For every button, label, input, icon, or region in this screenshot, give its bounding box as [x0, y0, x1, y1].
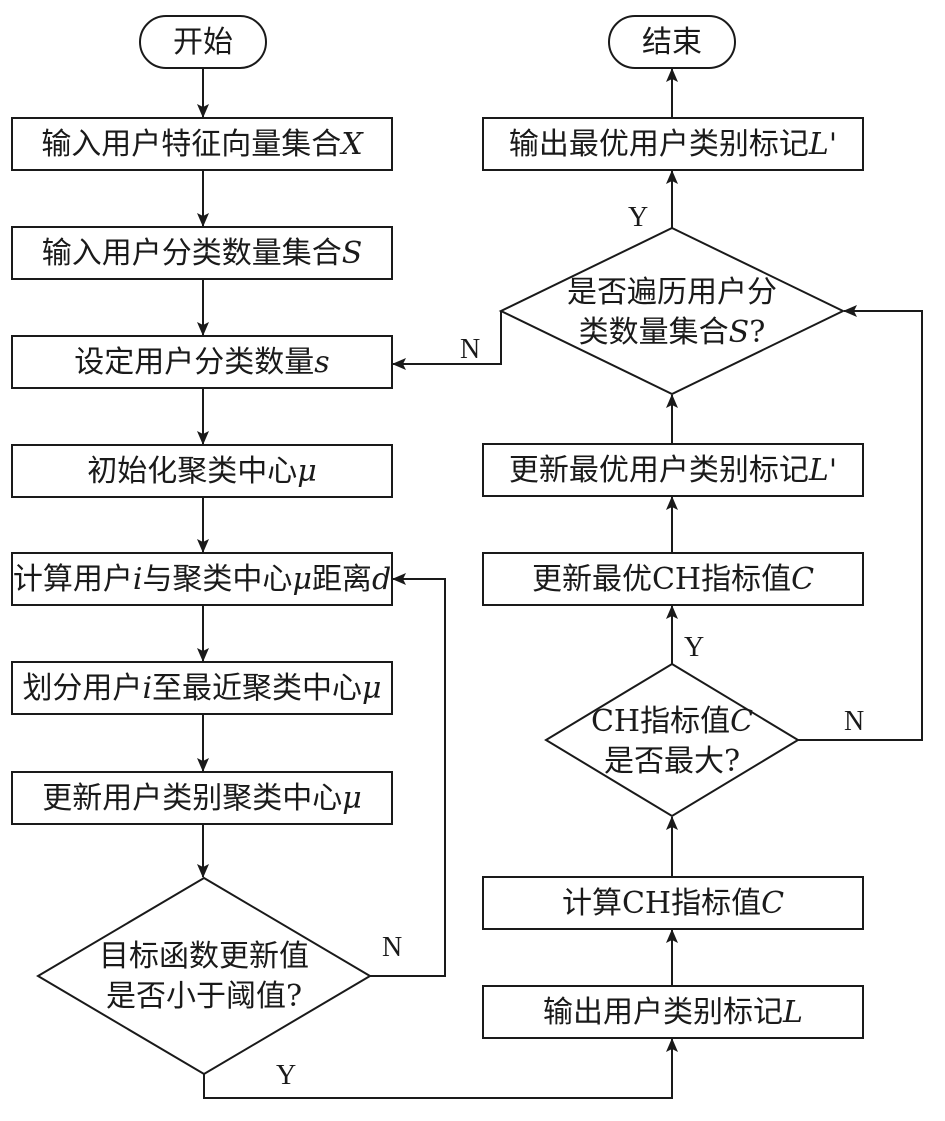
input-feature-vector-box: 输入用户特征向量集合X	[11, 117, 393, 171]
start-node: 开始	[139, 15, 267, 69]
svg-text:输出用户类别标记L: 输出用户类别标记L	[543, 995, 803, 1030]
compute-ch-text: 计算CH指标值	[562, 886, 761, 921]
svg-text:初始化聚类中心μ: 初始化聚类中心μ	[87, 454, 317, 489]
svg-text:输入用户特征向量集合X: 输入用户特征向量集合X	[41, 127, 364, 162]
compute-ch-box: 计算CH指标值C	[482, 876, 864, 930]
update-best-label-box: 更新最优用户类别标记L'	[482, 443, 864, 497]
input-feature-vector-var: X	[339, 127, 364, 162]
compute-distance-box: 计算用户i与聚类中心μ距离d	[11, 552, 393, 606]
update-best-ch-box: 更新最优CH指标值C	[482, 552, 864, 606]
svg-text:输出最优用户类别标记L': 输出最优用户类别标记L'	[509, 127, 837, 162]
threshold-decision-line2: 是否小于阈值?	[106, 979, 302, 1014]
init-cluster-center-var: μ	[297, 454, 317, 489]
assign-nearest-center-box: 划分用户i至最近聚类中心μ	[11, 661, 393, 715]
compute-ch-var: C	[761, 886, 784, 921]
output-best-label-var: L'	[808, 127, 837, 162]
edge-traverse-no-loop	[392, 311, 502, 370]
svg-text:更新最优CH指标值C: 更新最优CH指标值C	[532, 562, 814, 597]
output-best-label-text: 输出最优用户类别标记	[509, 127, 809, 162]
set-class-count-var: s	[314, 345, 329, 380]
update-best-ch-text: 更新最优CH指标值	[532, 562, 791, 597]
input-class-count-set-text: 输入用户分类数量集合	[42, 236, 342, 271]
svg-text:更新最优用户类别标记L': 更新最优用户类别标记L'	[509, 453, 837, 488]
update-cluster-center-box: 更新用户类别聚类中心μ	[11, 771, 393, 825]
output-best-label-box: 输出最优用户类别标记L'	[482, 117, 864, 171]
threshold-decision-line1: 目标函数更新值	[99, 939, 309, 974]
update-cluster-center-text: 更新用户类别聚类中心	[42, 781, 342, 816]
edge-ch-decision-no-loop	[798, 305, 923, 741]
update-best-label-var: L'	[808, 453, 837, 488]
input-class-count-set-var: S	[342, 236, 363, 271]
traverse-no-label: N	[460, 334, 480, 365]
set-class-count-box: 设定用户分类数量s	[11, 335, 393, 389]
init-cluster-center-text: 初始化聚类中心	[87, 454, 297, 489]
ch-max-decision: CH指标值C 是否最大?	[544, 662, 800, 818]
set-class-count-text: 设定用户分类数量	[74, 345, 314, 380]
update-cluster-center-var: μ	[342, 781, 362, 816]
edge-threshold-no-loop	[370, 573, 446, 977]
output-label-box: 输出用户类别标记L	[482, 985, 864, 1039]
end-node: 结束	[608, 15, 736, 69]
start-label: 开始	[173, 25, 233, 60]
traverse-yes-label: Y	[628, 202, 648, 233]
update-best-label-text: 更新最优用户类别标记	[509, 453, 809, 488]
init-cluster-center-box: 初始化聚类中心μ	[11, 444, 393, 498]
svg-text:更新用户类别聚类中心μ: 更新用户类别聚类中心μ	[42, 781, 362, 816]
update-best-ch-var: C	[791, 562, 814, 597]
ch-no-label: N	[844, 706, 864, 737]
svg-text:计算用户i与聚类中心μ距离d: 计算用户i与聚类中心μ距离d	[13, 562, 391, 597]
svg-text:CH指标值C: CH指标值C	[591, 704, 753, 739]
end-label: 结束	[642, 25, 702, 60]
threshold-decision: 目标函数更新值 是否小于阈值?	[36, 876, 372, 1076]
svg-text:划分用户i至最近聚类中心μ: 划分用户i至最近聚类中心μ	[22, 671, 381, 706]
svg-text:设定用户分类数量s: 设定用户分类数量s	[74, 345, 329, 380]
threshold-yes-label: Y	[276, 1060, 296, 1091]
input-feature-vector-text: 输入用户特征向量集合	[41, 127, 341, 162]
edge-threshold-yes	[203, 1038, 678, 1099]
svg-text:输入用户分类数量集合S: 输入用户分类数量集合S	[42, 236, 363, 271]
ch-yes-label: Y	[684, 632, 704, 663]
traverse-decision-line1: 是否遍历用户分	[567, 275, 777, 310]
ch-max-decision-line2: 是否最大?	[604, 744, 740, 779]
output-label-text: 输出用户类别标记	[543, 995, 783, 1030]
output-label-var: L	[782, 995, 803, 1030]
traverse-decision: 是否遍历用户分 类数量集合S?	[498, 226, 846, 396]
svg-text:类数量集合S?: 类数量集合S?	[579, 315, 766, 350]
svg-text:计算CH指标值C: 计算CH指标值C	[562, 886, 784, 921]
threshold-no-label: N	[382, 932, 402, 963]
input-class-count-set-box: 输入用户分类数量集合S	[11, 226, 393, 280]
